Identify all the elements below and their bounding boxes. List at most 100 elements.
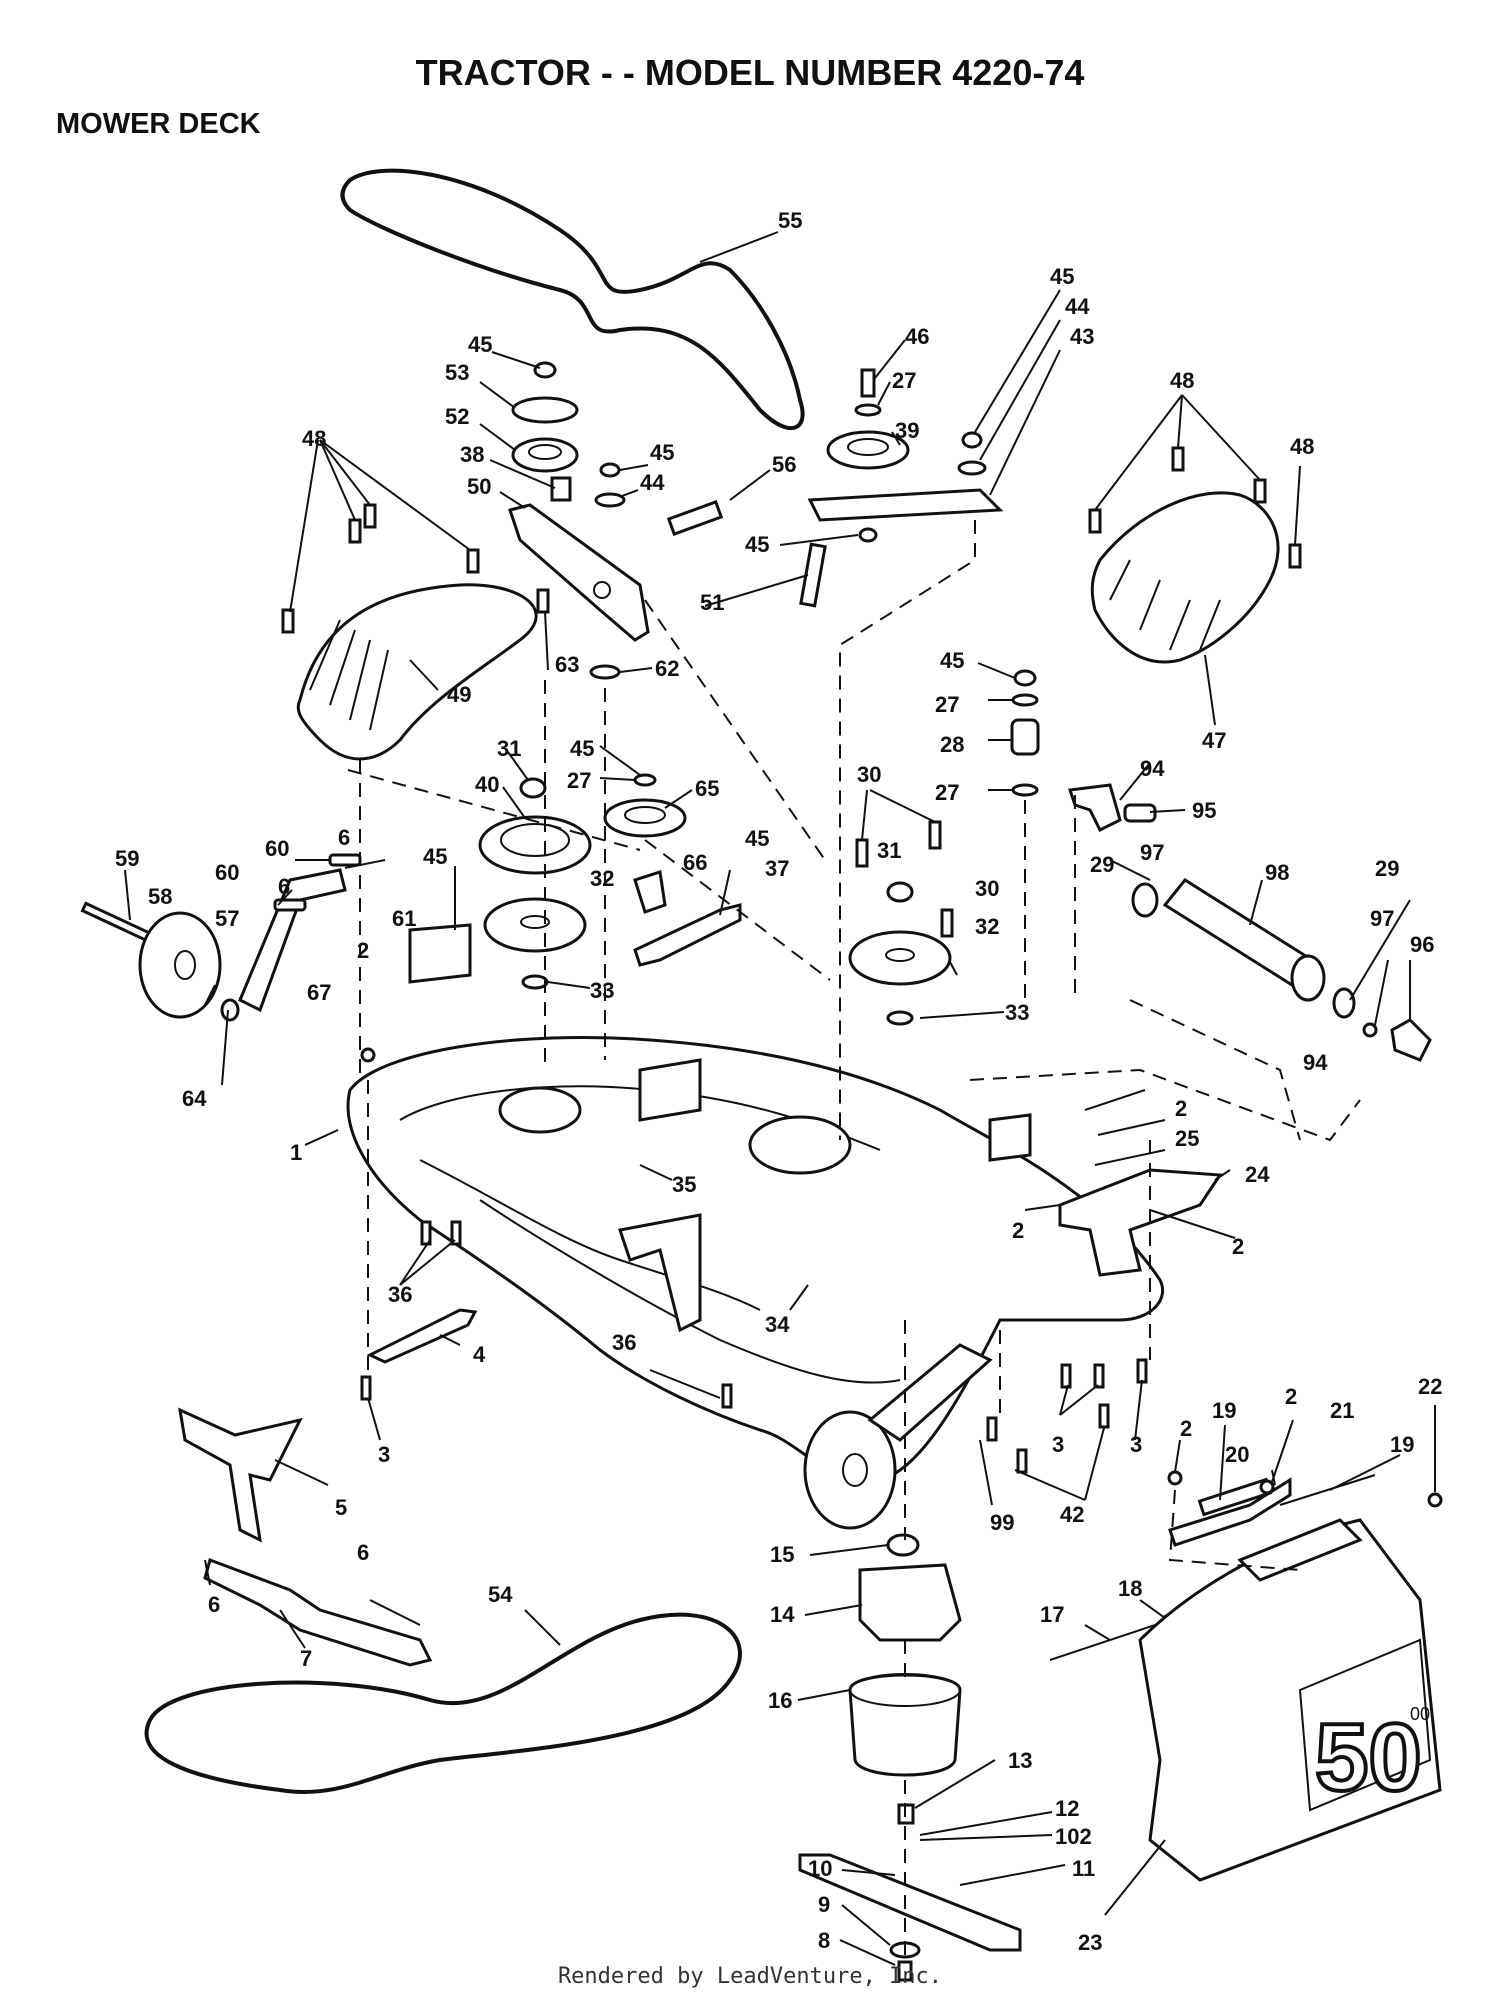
bolt-8 [897, 1960, 913, 1982]
callout-45: 45 [468, 332, 492, 357]
discharge-chute-23 [1138, 1518, 1442, 1882]
washer-27b [1011, 693, 1039, 707]
callout-47: 47 [1202, 728, 1226, 753]
callout-54: 54 [488, 1582, 513, 1607]
callout-46: 46 [905, 324, 929, 349]
callout-50: 50 [467, 474, 491, 499]
callout-14: 14 [770, 1602, 795, 1627]
bracket-66 [633, 870, 667, 914]
callout-31: 31 [497, 736, 521, 761]
footer-credit: Rendered by LeadVenture, Inc. [557, 1964, 943, 1989]
belt-54 [144, 1612, 742, 1795]
callout-4: 4 [473, 1342, 486, 1367]
diagram-title: TRACTOR - - MODEL NUMBER 4220-74 [415, 52, 1085, 93]
callout-22: 22 [1418, 1374, 1442, 1399]
wheel-bracket-57 [238, 868, 347, 1013]
pulley-32a [483, 897, 587, 953]
callout-33: 33 [1005, 1000, 1029, 1025]
callout-numbers: 55 45 53 52 38 50 45 44 56 46 27 39 45 4… [115, 208, 1442, 1955]
screw-48 [281, 608, 295, 634]
link-4 [366, 1308, 478, 1364]
callout-94: 94 [1303, 1050, 1328, 1075]
washer-62 [589, 664, 621, 680]
washer-44b [957, 460, 987, 476]
bracket-95 [1067, 783, 1122, 833]
callout-38: 38 [460, 442, 484, 467]
callout-6: 6 [338, 825, 350, 850]
idler-bracket-35 [638, 1058, 702, 1122]
callout-27: 27 [935, 692, 959, 717]
callout-32: 32 [975, 914, 999, 939]
nut-31 [519, 777, 547, 799]
callout-59: 59 [115, 846, 139, 871]
callout-99: 99 [990, 1510, 1014, 1535]
callout-65: 65 [695, 776, 719, 801]
callout-20: 20 [1225, 1442, 1249, 1467]
callout-49: 49 [447, 682, 471, 707]
washer-97 [1131, 882, 1159, 918]
nut-31b [886, 881, 914, 903]
callout-67: 67 [307, 980, 331, 1005]
washer-33a [521, 974, 549, 990]
callout-6: 6 [208, 1592, 220, 1617]
idler-pulley-52 [511, 437, 579, 473]
washer-27 [854, 403, 882, 417]
callout-53: 53 [445, 360, 469, 385]
blade-11 [798, 1853, 1022, 1952]
callout-2: 2 [357, 938, 369, 963]
bracket-5 [178, 1407, 303, 1543]
callout-3: 3 [1130, 1432, 1142, 1457]
idler-pulley-39 [826, 430, 910, 470]
pin-29 [1362, 1022, 1378, 1038]
front-bracket [618, 1213, 702, 1333]
spacer-38 [550, 476, 572, 502]
callout-45: 45 [423, 844, 447, 869]
washer-97b [1332, 987, 1356, 1019]
callout-45: 45 [745, 532, 769, 557]
washer-44 [594, 492, 626, 508]
spindle-right [748, 1115, 852, 1175]
leader-lines [124, 231, 1436, 1966]
callout-64: 64 [182, 1086, 207, 1111]
pulley-65 [603, 798, 687, 838]
callout-1: 1 [290, 1140, 302, 1165]
callout-42: 42 [1060, 1502, 1084, 1527]
callout-52: 52 [445, 404, 469, 429]
nut-45d [858, 527, 878, 543]
washer-64 [220, 998, 240, 1022]
callout-29: 29 [1090, 852, 1114, 877]
callout-45: 45 [650, 440, 674, 465]
callout-97: 97 [1370, 906, 1394, 931]
section-title: MOWER DECK [56, 108, 261, 140]
decal-unit: 00 [1410, 1704, 1430, 1724]
callout-9: 9 [818, 1892, 830, 1917]
bolt-46 [860, 368, 876, 398]
callout-2: 2 [1285, 1384, 1297, 1409]
callout-19: 19 [1390, 1432, 1414, 1457]
callout-102: 102 [1055, 1824, 1092, 1849]
callout-2: 2 [1232, 1234, 1244, 1259]
spring-51 [799, 542, 827, 608]
callout-34: 34 [765, 1312, 790, 1337]
callout-2: 2 [1012, 1218, 1024, 1243]
callout-96: 96 [1410, 932, 1434, 957]
callout-10: 10 [808, 1856, 832, 1881]
pulley-40 [478, 815, 592, 875]
belt-cover-49 [296, 583, 538, 761]
callout-15: 15 [770, 1542, 794, 1567]
callout-24: 24 [1245, 1162, 1270, 1187]
bolt-63 [536, 588, 550, 614]
callout-39: 39 [895, 418, 919, 443]
bracket-50 [508, 503, 650, 642]
callout-11: 11 [1072, 1856, 1095, 1881]
callout-33: 33 [590, 978, 614, 1003]
callout-94: 94 [1140, 756, 1165, 781]
bracket-96 [1390, 1018, 1432, 1062]
callout-51: 51 [700, 590, 724, 615]
callout-40: 40 [475, 772, 499, 797]
callout-61: 61 [392, 906, 416, 931]
callout-48: 48 [1290, 434, 1314, 459]
callout-27: 27 [892, 368, 916, 393]
bracket-24 [1058, 1168, 1223, 1277]
mower-deck-1 [346, 1035, 1164, 1483]
